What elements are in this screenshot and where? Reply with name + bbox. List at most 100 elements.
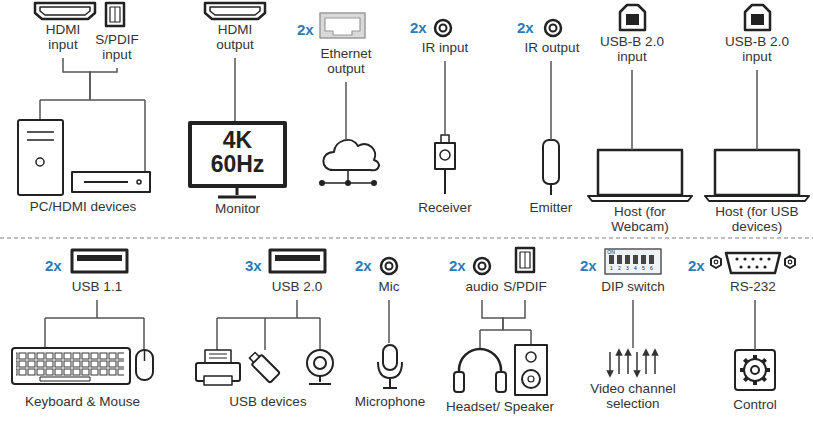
device-label: USB devices: [190, 394, 346, 409]
connector-wire: [632, 300, 634, 348]
device: USB devices: [190, 318, 346, 412]
spdif-port-icon: [106, 3, 124, 26]
device-label: Video channel selection: [585, 381, 681, 411]
jack-icon: [545, 20, 561, 36]
webcam-icon: [307, 350, 333, 384]
hex-nut-icon: [785, 256, 795, 268]
usb-b-port-icon: [620, 5, 645, 30]
port: 2xRS-232: [686, 250, 798, 297]
laptop-icon: [705, 150, 809, 201]
hex-nut-icon: [714, 260, 718, 264]
port: S/PDIF: [498, 247, 552, 297]
mouse-icon: [144, 350, 146, 361]
port: USB-B 2.0 input: [715, 3, 799, 67]
connector-wire: [234, 58, 236, 121]
printer-icon: [209, 354, 227, 358]
headset-icon: [459, 349, 501, 376]
cloud-icon: [320, 140, 379, 185]
connector-wire: [388, 300, 390, 343]
illustration: [18, 3, 809, 201]
port-label: IR input: [412, 40, 478, 55]
port-count: 2x: [297, 22, 317, 39]
player-icon: [72, 172, 150, 192]
speaker-icon: [526, 352, 536, 362]
ethernet-port-icon: [320, 13, 365, 38]
device-label: Microphone: [350, 394, 430, 409]
hdmi-port-icon: [205, 3, 265, 19]
switch-marking: 5: [640, 266, 647, 271]
connector-wire: [754, 300, 756, 350]
connector-wire: [550, 61, 552, 140]
device: PC/HDMI devices: [8, 100, 158, 217]
laptop-icon: [715, 150, 799, 195]
spdif-port-icon: [110, 7, 120, 22]
cloud-icon: [323, 140, 379, 170]
device-label: Headset/ Speaker: [440, 399, 560, 414]
usb-a-port-icon: [72, 250, 127, 272]
printer-icon: [196, 350, 240, 385]
device-label: Control: [715, 397, 795, 412]
device-label: Receiver: [405, 200, 485, 215]
jack-icon: [435, 20, 451, 36]
port: S/PDIF input: [93, 2, 141, 65]
usb-b-port-icon: [745, 5, 770, 30]
port-count: 2x: [580, 258, 600, 275]
db9-port-icon: [735, 257, 770, 268]
keyboard-icon: [40, 377, 90, 381]
hex-nut-icon: [711, 256, 721, 268]
device: Host (for Webcam): [585, 150, 695, 237]
dip-switch-icon: [625, 255, 630, 264]
db9-port-icon: [743, 257, 746, 260]
port-label: HDMI output: [200, 22, 270, 52]
receiver-icon: [435, 135, 455, 194]
dip-switch-icon: [641, 255, 646, 264]
receiver-icon: [440, 150, 450, 160]
connector-wire: [96, 300, 98, 318]
switch-marking: 3: [624, 266, 631, 271]
divider-line: [0, 237, 813, 238]
speaker-icon: [522, 370, 540, 388]
usb-stick-icon: [249, 352, 259, 362]
port: 2xDIP switch: [578, 249, 670, 297]
spdif-port-icon: [106, 3, 124, 26]
laptop-icon: [598, 150, 682, 195]
control-icon: [744, 359, 766, 381]
db9-port-icon: [755, 265, 758, 268]
port-count: 2x: [517, 20, 537, 37]
emitter-icon: [543, 140, 559, 184]
port: 2xaudio: [447, 256, 507, 297]
monitor-icon: [218, 196, 256, 199]
db9-port-icon: [763, 265, 766, 268]
device: Host (for USB devices): [703, 150, 811, 237]
port-count: 2x: [688, 258, 708, 275]
db9-port-icon: [747, 265, 750, 268]
webcam-icon: [307, 350, 333, 376]
channel-arrows: [610, 352, 655, 374]
receiver-icon: [435, 143, 455, 169]
connector-wire: [296, 300, 298, 318]
usb-a-port-icon: [270, 250, 325, 272]
port: HDMI output: [200, 2, 270, 55]
db9-port-icon: [726, 253, 780, 273]
usb-a-port-icon: [72, 250, 127, 272]
db9-port-icon: [739, 265, 742, 268]
printer-icon: [205, 350, 231, 363]
monitor-icon: [190, 123, 285, 197]
channel-arrows: [636, 352, 638, 374]
ethernet-port-icon: [320, 13, 365, 38]
jack-icon: [381, 258, 397, 274]
port-count: 2x: [410, 20, 430, 37]
control-icon: [735, 350, 775, 390]
hex-nut-icon: [788, 260, 792, 264]
hdmi-port-icon: [210, 7, 260, 15]
hdmi-port-icon: [40, 7, 90, 15]
hdmi-port-icon: [35, 3, 95, 19]
dip-switch-icon: [649, 255, 654, 264]
port: 2xUSB 1.1: [43, 249, 133, 297]
port-label: DIP switch: [598, 279, 668, 294]
receiver-icon: [444, 169, 446, 194]
headset-icon: [454, 372, 464, 392]
spdif-port-icon: [115, 7, 116, 22]
